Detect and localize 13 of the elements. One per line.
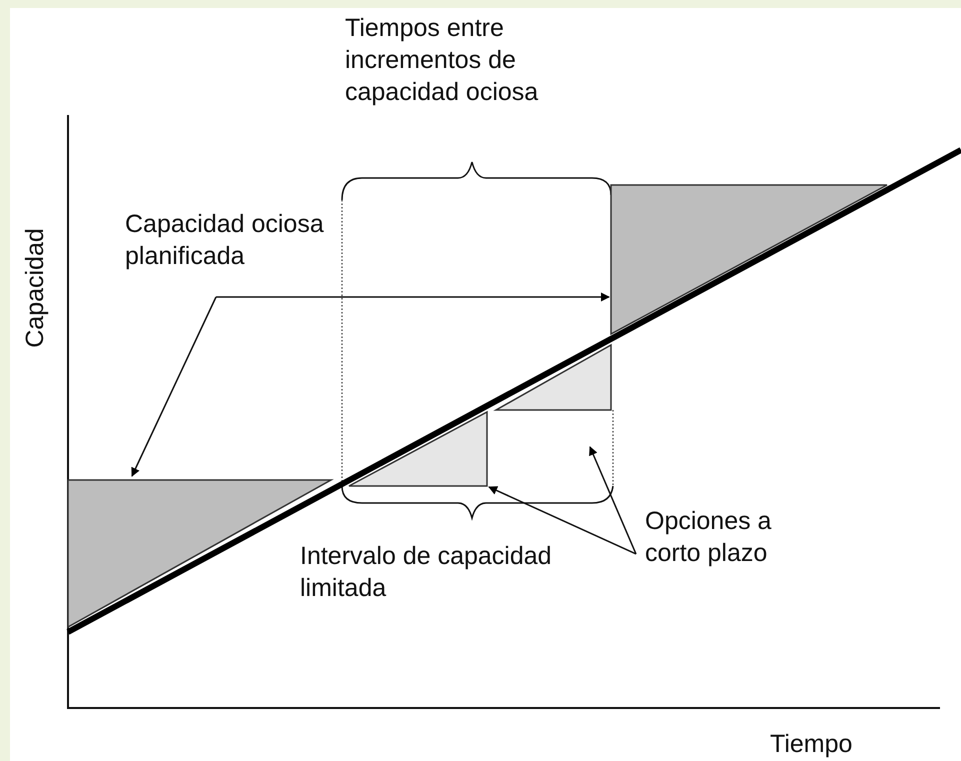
- callout-text: Opciones a corto plazo: [645, 505, 830, 569]
- leader-arrow: [131, 296, 217, 477]
- annotation-text: Tiempos entre incrementos de capacidad ociosa: [345, 13, 540, 108]
- shaded-triangle: [610, 184, 888, 336]
- shaded-area: [493, 344, 612, 411]
- leader-arrow: [488, 486, 636, 555]
- shaded-triangle: [348, 410, 488, 487]
- annotation-text: Intervalo de capacidad limitada: [300, 541, 553, 604]
- leader-arrow: [589, 446, 637, 554]
- callout-text: Capacidad ociosa planificada: [125, 208, 415, 272]
- leader-arrow: [216, 292, 610, 302]
- axis-title: Capacidad: [20, 227, 50, 350]
- axis-title: Tiempo: [770, 729, 854, 760]
